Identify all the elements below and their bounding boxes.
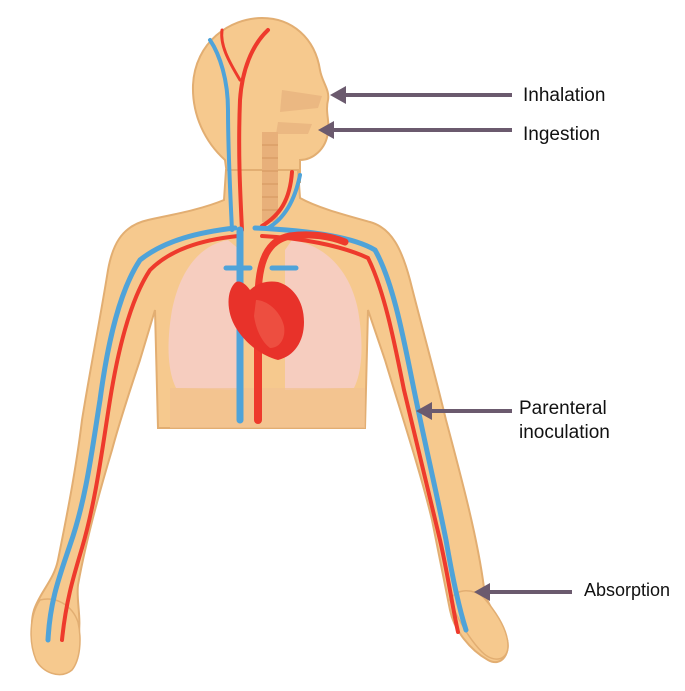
inhalation-arrowhead xyxy=(330,86,346,104)
parenteral-label-line2: inoculation xyxy=(519,421,610,444)
absorption-label: Absorption xyxy=(584,579,670,602)
ingestion-label: Ingestion xyxy=(523,123,600,146)
mouth-cavity xyxy=(276,122,312,134)
parenteral-label-line1: Parenteral xyxy=(519,397,607,420)
inhalation-label: Inhalation xyxy=(523,84,605,107)
chest-cavity xyxy=(170,388,365,428)
